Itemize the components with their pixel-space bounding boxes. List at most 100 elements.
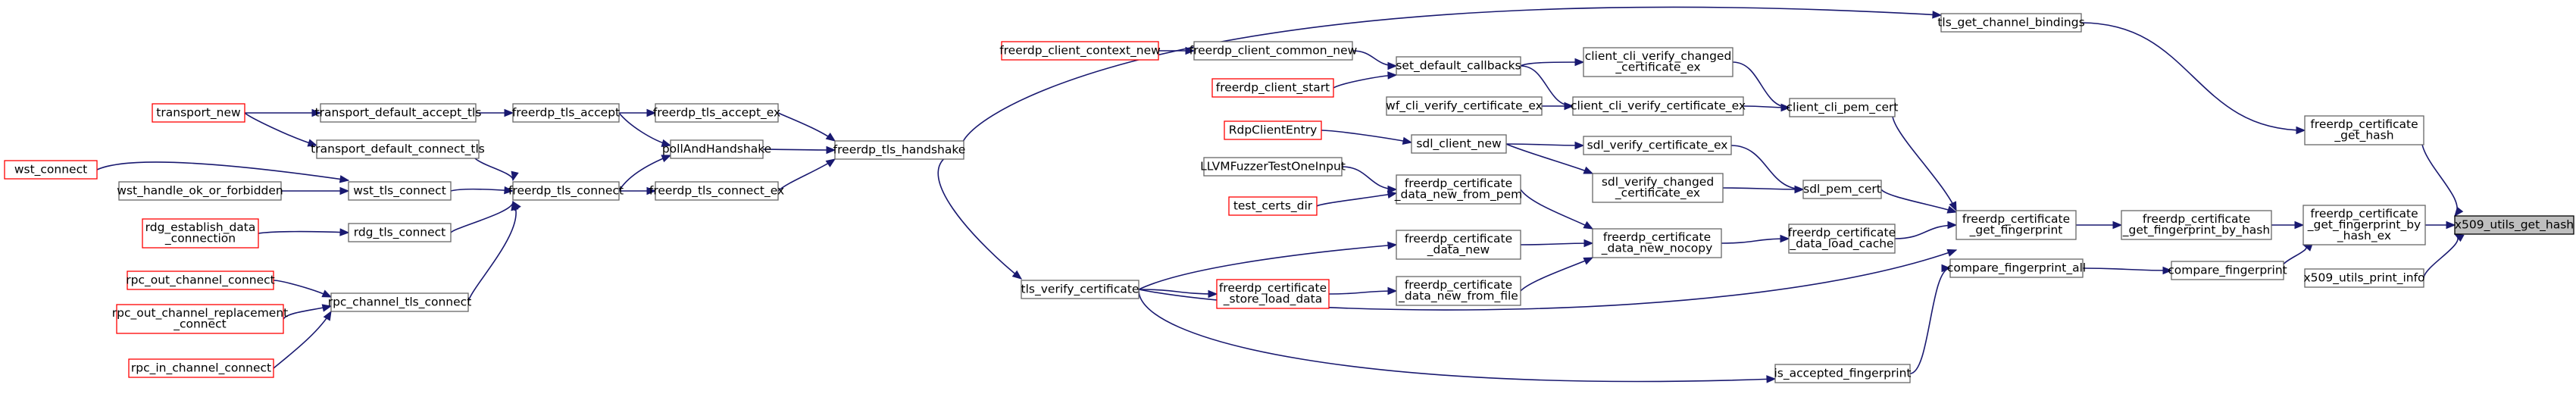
node-wst-handle-ok-or-forbidden[interactable]: wst_handle_ok_or_forbidden — [117, 181, 283, 201]
node-label: _data_new_from_file — [1398, 289, 1518, 304]
node-rdg-tls-connect[interactable]: rdg_tls_connect — [348, 223, 452, 242]
node-tls-verify-certificate[interactable]: tls_verify_certificate — [1021, 280, 1140, 299]
node-label: _certificate_ex — [1615, 186, 1700, 201]
node-test-certs-dir[interactable]: test_certs_dir — [1228, 196, 1318, 216]
node-label: freerdp_certificate — [1788, 226, 1896, 240]
node-box — [1802, 180, 1882, 199]
node-label: freerdp_certificate — [2310, 207, 2418, 221]
node-wst-connect[interactable]: wst_connect — [4, 160, 98, 180]
node-box — [118, 181, 282, 201]
call-edge — [1722, 187, 1804, 190]
node-client-cli-pem-cert[interactable]: client_cli_pem_cert — [1787, 98, 1899, 117]
node-transport-default-accept-tls[interactable]: transport_default_accept_tls — [315, 103, 482, 123]
edge-arrowhead — [1387, 241, 1398, 250]
node-label: rdg_tls_connect — [354, 225, 446, 239]
node-rpc-channel-tls-connect[interactable]: rpc_channel_tls_connect — [328, 292, 472, 312]
node-label: test_certs_dir — [1233, 199, 1313, 213]
call-nodes: x509_utils_get_hash x509_utils_print_info… — [4, 13, 2574, 383]
node-freerdp-tls-handshake[interactable]: freerdp_tls_handshake — [833, 140, 966, 160]
node-freerdp-tls-accept-ex[interactable]: freerdp_tls_accept_ex — [653, 103, 780, 123]
node-fcert-data-new[interactable]: freerdp_certificate_data_new — [1396, 230, 1521, 260]
node-fcert-get-fp-by-hash[interactable]: freerdp_certificate_get_fingerprint_by_h… — [2121, 210, 2272, 240]
node-box — [512, 181, 620, 201]
node-freerdp-tls-connect-ex[interactable]: freerdp_tls_connect_ex — [649, 181, 784, 201]
call-edge — [961, 6, 1942, 151]
node-label: x509_utils_get_hash — [2455, 217, 2574, 232]
node-box — [127, 270, 274, 290]
node-box — [1224, 120, 1322, 140]
edge-arrowhead — [1574, 141, 1585, 150]
call-edge — [1321, 130, 1412, 143]
node-box — [142, 218, 259, 249]
node-fcert-store-load-data[interactable]: freerdp_certificate_store_load_data — [1216, 279, 1330, 309]
edge-arrowhead — [1780, 103, 1791, 112]
node-transport-new[interactable]: transport_new — [152, 103, 245, 123]
node-is-accepted-fingerprint[interactable]: is_accepted_fingerprint — [1774, 364, 1912, 383]
node-fcert-data-new-nocopy[interactable]: freerdp_certificate_data_new_nocopy — [1592, 228, 1722, 258]
call-edge — [1520, 189, 1593, 230]
node-fcert-get-fingerprint[interactable]: freerdp_certificate_get_fingerprint — [1955, 210, 2077, 240]
node-box — [1583, 136, 1732, 155]
node-box — [4, 160, 98, 180]
node-rpc-out-channel-connect[interactable]: rpc_out_channel_connect — [126, 270, 275, 290]
node-box — [1386, 96, 1543, 116]
node-rdg-establish-data-connection[interactable]: rdg_establish_data_connection — [142, 218, 259, 249]
node-compare-fingerprint[interactable]: compare_fingerprint — [2168, 261, 2287, 280]
call-edge — [1880, 189, 1957, 213]
node-client-cli-verify-changed-certificate-ex[interactable]: client_cli_verify_changed_certificate_ex — [1583, 47, 1733, 77]
node-label: set_default_callbacks — [1396, 58, 1521, 73]
node-sdl-pem-cert[interactable]: sdl_pem_cert — [1802, 180, 1882, 199]
node-freerdp-client-start[interactable]: freerdp_client_start — [1211, 78, 1334, 98]
node-rpc-out-channel-replacement-connect[interactable]: rpc_out_channel_replacement_connect — [112, 304, 289, 334]
call-edge — [1138, 289, 1218, 295]
node-label: LLVMFuzzerTestOneInput — [1200, 159, 1346, 173]
call-edge — [1520, 61, 1584, 67]
node-freerdp-tls-accept[interactable]: freerdp_tls_accept — [512, 103, 620, 123]
node-label: client_cli_pem_cert — [1787, 100, 1899, 114]
node-LLVMFuzzerTestOneInput[interactable]: LLVMFuzzerTestOneInput — [1200, 157, 1346, 177]
node-fcert-data-new-from-file[interactable]: freerdp_certificate_data_new_from_file — [1396, 276, 1521, 306]
node-fcert-get-hash[interactable]: freerdp_certificate_get_hash — [2304, 115, 2424, 145]
node-set-default-callbacks[interactable]: set_default_callbacks — [1396, 56, 1521, 76]
node-label: is_accepted_fingerprint — [1774, 366, 1911, 380]
edge-arrowhead — [339, 228, 350, 236]
edge-arrowhead — [1947, 220, 1958, 230]
node-fcert-get-fp-by-hash-ex[interactable]: freerdp_certificate_get_fingerprint_by_h… — [2302, 205, 2426, 245]
node-tls-get-channel-bindings[interactable]: tls_get_channel_bindings — [1937, 13, 2085, 33]
edge-arrowhead — [1387, 61, 1398, 70]
call-edge — [1894, 224, 1957, 239]
node-freerdp-client-context-new[interactable]: freerdp_client_context_new — [999, 41, 1161, 61]
node-x509-utils-get-hash[interactable]: x509_utils_get_hash — [2454, 215, 2574, 235]
node-box — [834, 140, 964, 160]
edge-arrowhead — [1564, 102, 1574, 111]
node-RdpClientEntry[interactable]: RdpClientEntry — [1224, 120, 1322, 140]
node-label: tls_get_channel_bindings — [1937, 15, 2084, 30]
node-pollAndHandshake[interactable]: pollAndHandshake — [662, 139, 771, 159]
node-freerdp-client-common-new[interactable]: freerdp_client_common_new — [1190, 41, 1358, 61]
node-fcert-data-load-cache[interactable]: freerdp_certificate_data_load_cache — [1788, 224, 1896, 254]
node-wst-tls-connect[interactable]: wst_tls_connect — [348, 181, 452, 201]
node-box — [670, 139, 764, 159]
node-label: tls_verify_certificate — [1021, 282, 1140, 296]
node-sdl-verify-certificate-ex[interactable]: sdl_verify_certificate_ex — [1583, 136, 1732, 155]
node-label: _connect — [173, 317, 227, 332]
node-rpc-in-channel-connect[interactable]: rpc_in_channel_connect — [128, 358, 274, 378]
node-box — [2304, 268, 2424, 288]
node-transport-default-connect-tls[interactable]: transport_default_connect_tls — [311, 139, 485, 159]
node-compare-fingerprint-all[interactable]: compare_fingerprint_all — [1947, 258, 2086, 278]
node-label: sdl_client_new — [1416, 136, 1502, 151]
node-label: _connection — [164, 232, 236, 246]
node-x509-utils-print-info[interactable]: x509_utils_print_info — [2303, 268, 2425, 288]
edge-arrowhead — [661, 155, 672, 163]
node-box — [1592, 173, 1724, 203]
node-fcert-data-new-from-pem[interactable]: freerdp_certificate_data_new_from_pem — [1394, 174, 1523, 205]
node-sdl-verify-changed-certificate-ex[interactable]: sdl_verify_changed_certificate_ex — [1592, 173, 1724, 203]
node-freerdp-tls-connect[interactable]: freerdp_tls_connect — [508, 181, 624, 201]
node-label: freerdp_certificate — [1405, 232, 1512, 246]
node-sdl-client-new[interactable]: sdl_client_new — [1411, 134, 1507, 154]
node-wf-cli-verify-certificate-ex[interactable]: wf_cli_verify_certificate_ex — [1386, 96, 1543, 116]
node-client-cli-verify-certificate-ex[interactable]: client_cli_verify_certificate_ex — [1571, 96, 1746, 116]
edge-arrowhead — [2294, 220, 2305, 230]
edge-arrowhead — [1583, 166, 1594, 174]
edge-arrowhead — [2296, 126, 2306, 135]
